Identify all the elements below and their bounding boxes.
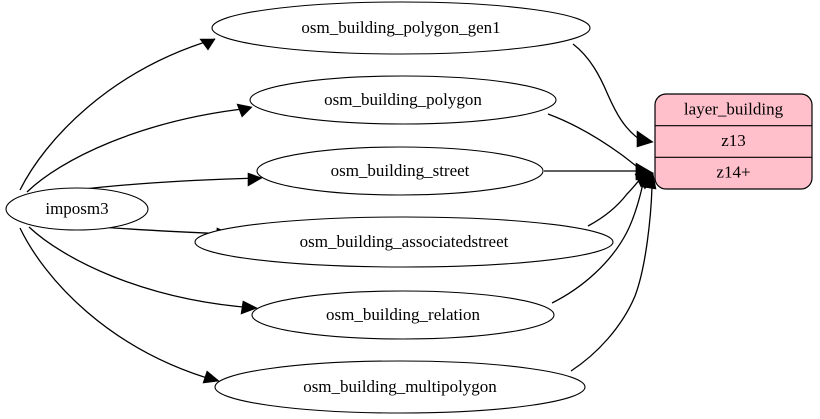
node-osm-building-polygon-gen1[interactable]: osm_building_polygon_gen1 [211,1,591,55]
edge-multipolygon-to-z14plus[interactable] [570,172,657,372]
node-label: osm_building_relation [326,305,480,324]
edge-path [551,178,645,304]
node-layer-building[interactable]: layer_building z13 z14+ [654,93,813,190]
node-osm-building-polygon[interactable]: osm_building_polygon [249,75,557,125]
arrow-head-icon [636,130,654,148]
node-osm-building-multipolygon[interactable]: osm_building_multipolygon [214,360,586,414]
edge-path [19,227,218,382]
edge-imposm3-to-polygon[interactable] [26,103,253,193]
node-shape [211,1,591,55]
node-label: osm_building_polygon_gen1 [301,18,500,37]
node-osm-building-relation[interactable]: osm_building_relation [251,290,555,340]
edge-path [572,43,640,140]
node-imposm3[interactable]: imposm3 [5,187,149,231]
edge-path [587,175,644,227]
node-osm-building-street[interactable]: osm_building_street [256,146,544,196]
arrow-head-icon [236,103,253,118]
arrow-head-icon [199,38,216,51]
node-shape [194,216,614,268]
edge-imposm3-to-polygon-gen1[interactable] [19,38,216,191]
node-shape [5,187,149,231]
arrow-head-icon [240,300,258,315]
node-shape [214,360,586,414]
layer-title-row: layer_building [684,99,784,118]
edge-path [19,38,216,191]
node-shape [256,146,544,196]
node-label: osm_building_street [331,161,470,180]
edge-path [547,113,642,171]
node-shape [251,290,555,340]
node-label: osm_building_associatedstreet [300,232,509,251]
node-shape [249,75,557,125]
arrow-head-icon [202,370,220,384]
edge-path [570,186,653,372]
layer-box-shape [654,93,813,190]
edge-path [26,107,252,193]
edge-imposm3-to-relation[interactable] [28,226,258,315]
node-label: osm_building_polygon [324,90,482,109]
edge-path [28,226,256,309]
edge-polygon-gen1-to-z13[interactable] [572,43,654,148]
layer-zoom-14-plus-row: z14+ [716,162,750,181]
node-osm-building-associatedstreet[interactable]: osm_building_associatedstreet [194,216,614,268]
edge-imposm3-to-multipolygon[interactable] [19,227,220,384]
arrow-head-icon [642,172,657,190]
arrow-head-icon [247,172,263,187]
node-label: osm_building_multipolygon [303,377,497,396]
layer-zoom-13-row: z13 [721,131,746,150]
node-label: imposm3 [45,199,108,218]
edge-group-tables-to-layer [544,43,657,372]
